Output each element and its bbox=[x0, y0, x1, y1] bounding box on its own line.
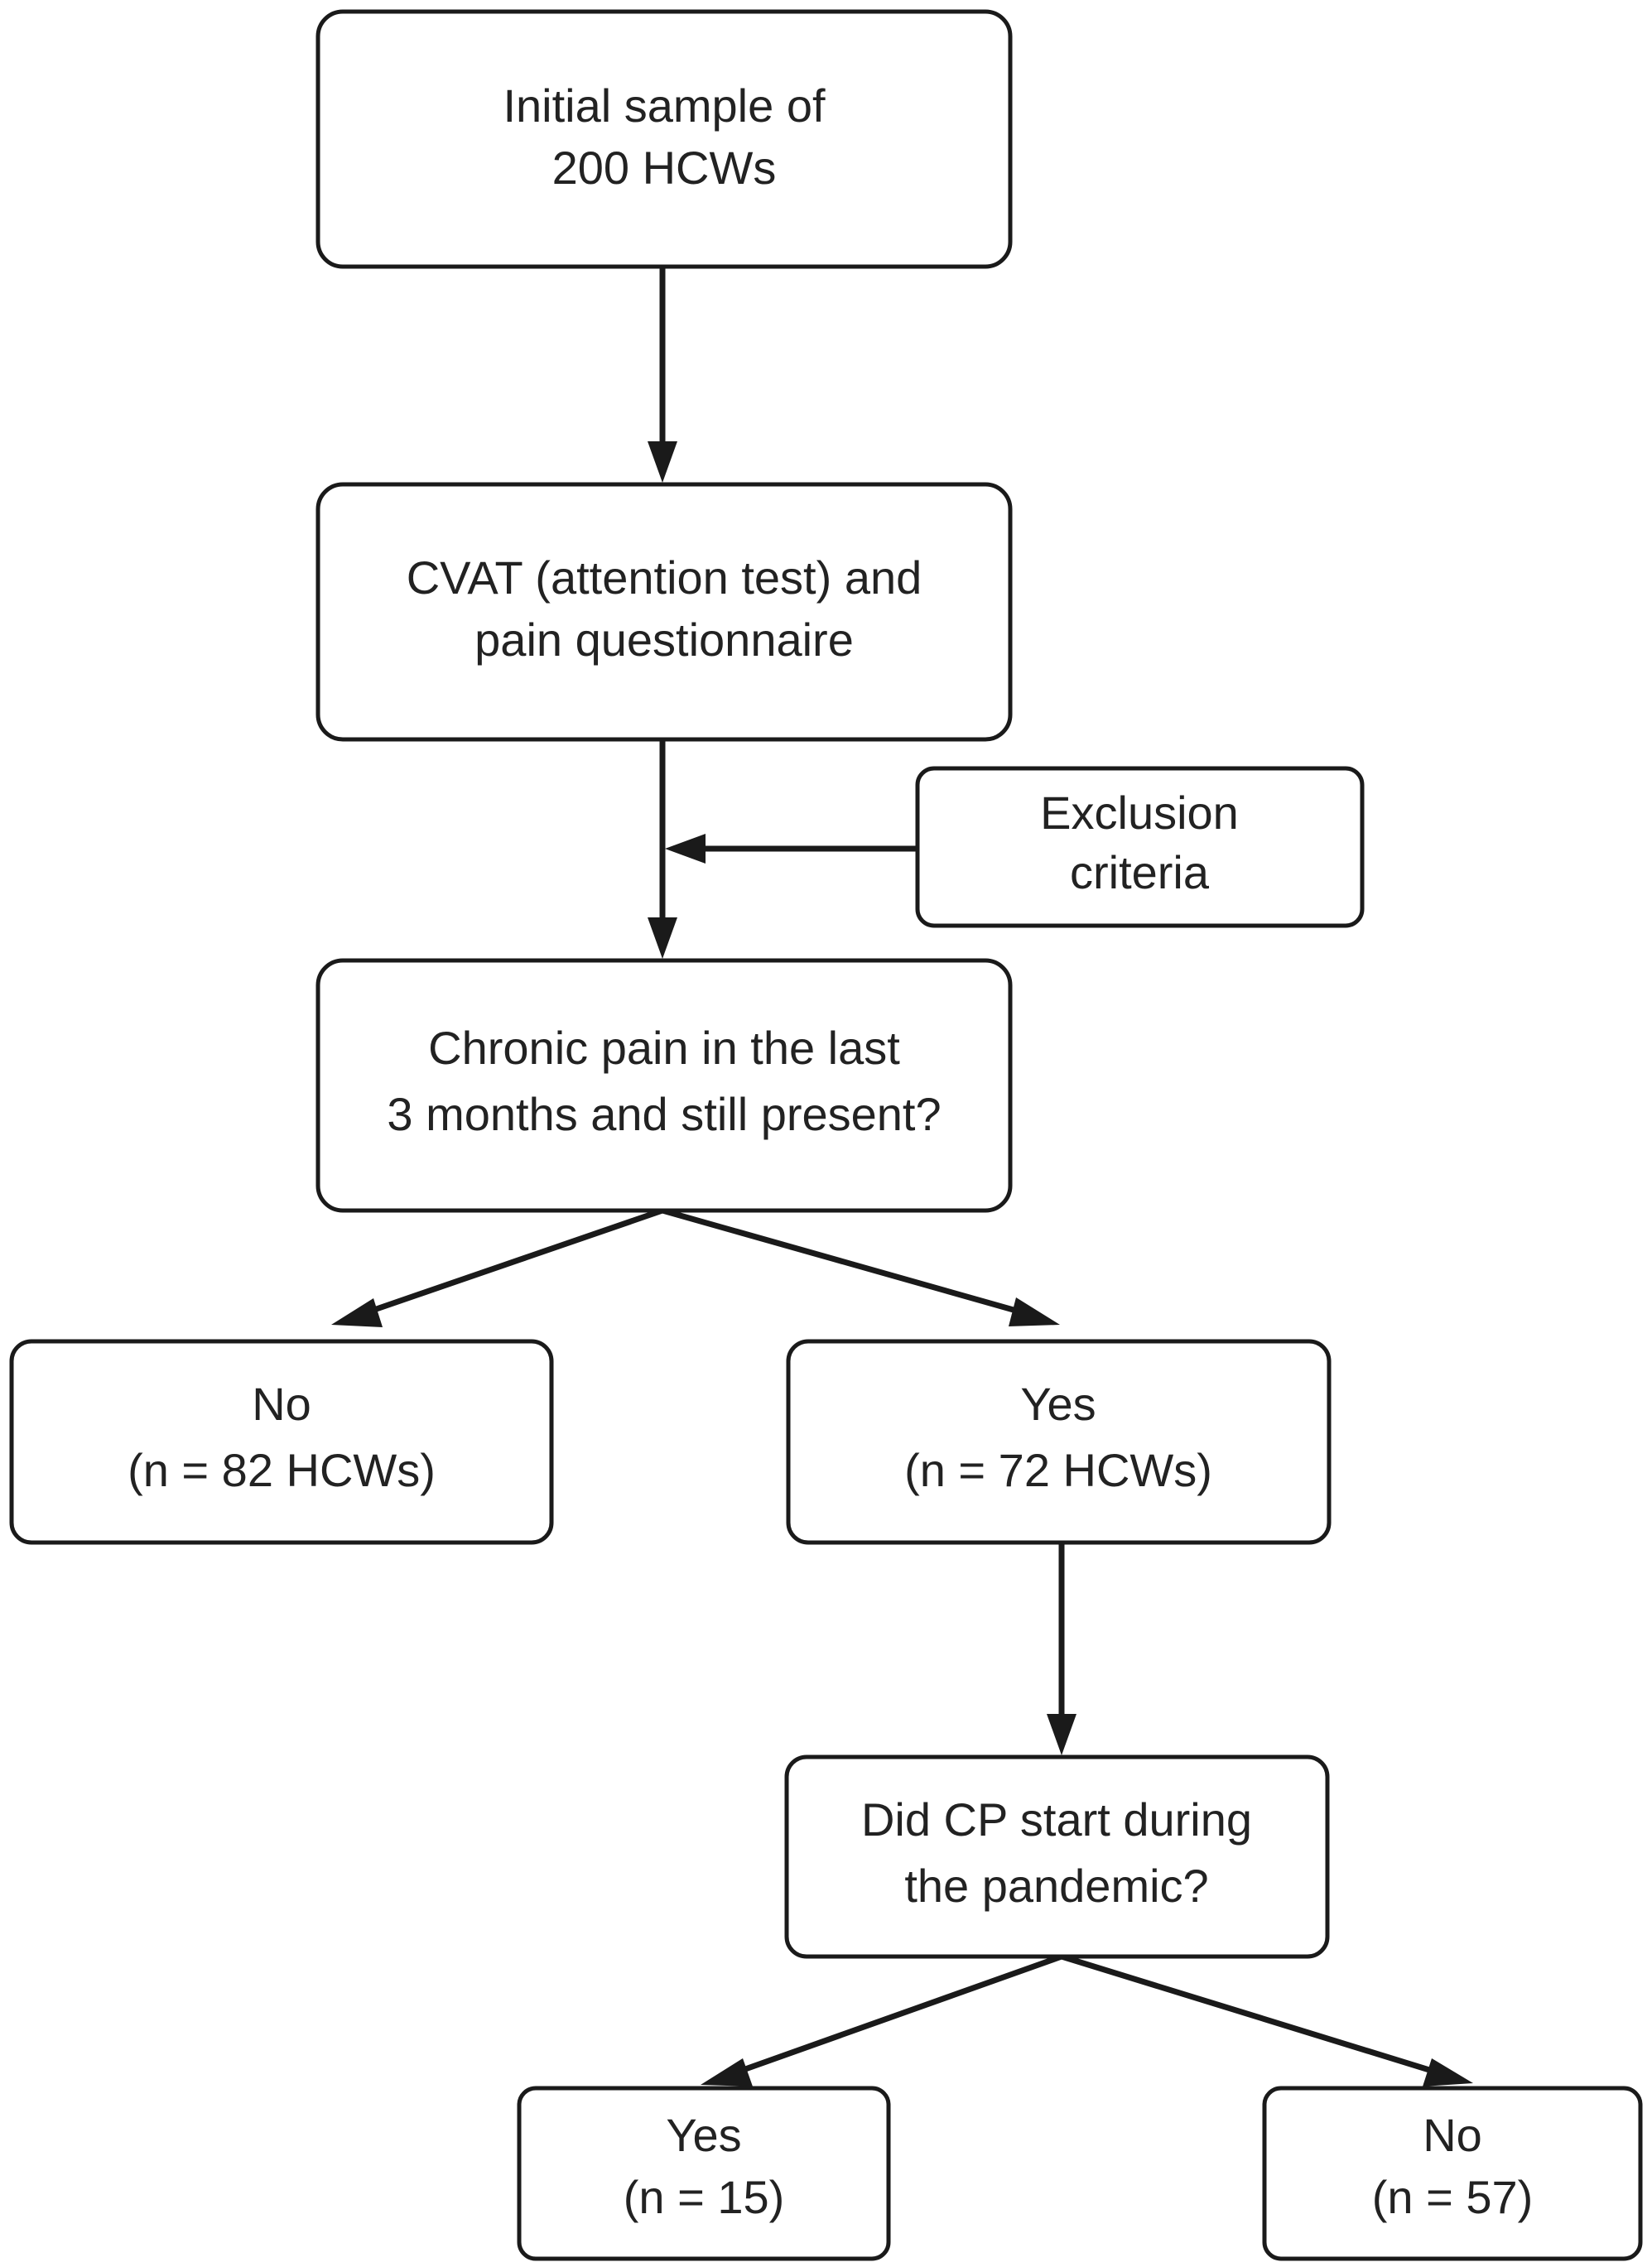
edge-cvat-to-chronic-pain bbox=[648, 739, 677, 959]
node-no-82-line1: No bbox=[252, 1378, 311, 1430]
node-initial-sample: Initial sample of 200 HCWs bbox=[315, 9, 1013, 269]
node-cp-pandemic-question: Did CP start during the pandemic? bbox=[784, 1754, 1330, 1959]
node-yes-15: Yes (n = 15) bbox=[517, 2086, 891, 2261]
node-cvat-line1: CVAT (attention test) and bbox=[407, 551, 922, 604]
node-initial-sample-line1: Initial sample of bbox=[503, 79, 826, 132]
node-yes-72-line2: (n = 72 HCWs) bbox=[904, 1444, 1212, 1496]
edge-chronic-to-no bbox=[331, 1207, 664, 1327]
edge-cp-to-no bbox=[1060, 1953, 1473, 2087]
node-chronic-pain-question: Chronic pain in the last 3 months and st… bbox=[315, 958, 1013, 1213]
node-cp-pandemic-line1: Did CP start during bbox=[861, 1793, 1252, 1846]
node-cvat-line2: pain questionnaire bbox=[474, 614, 854, 666]
edge-initial-to-cvat bbox=[648, 267, 677, 483]
node-cp-pandemic-line2: the pandemic? bbox=[904, 1860, 1208, 1912]
node-exclusion-criteria: Exclusion criteria bbox=[915, 766, 1365, 928]
edge-cp-to-yes bbox=[701, 1953, 1063, 2087]
edge-chronic-to-yes bbox=[662, 1207, 1060, 1326]
node-yes-15-line2: (n = 15) bbox=[624, 2171, 785, 2223]
node-exclusion-line2: criteria bbox=[1070, 846, 1210, 898]
node-initial-sample-line2: 200 HCWs bbox=[552, 142, 777, 194]
node-chronic-pain-line1: Chronic pain in the last bbox=[428, 1022, 900, 1074]
node-chronic-pain-line2: 3 months and still present? bbox=[387, 1088, 941, 1140]
node-exclusion-line1: Exclusion bbox=[1040, 787, 1239, 839]
node-no-57: No (n = 57) bbox=[1262, 2086, 1643, 2261]
node-no-57-line1: No bbox=[1423, 2109, 1482, 2161]
node-yes-72-line1: Yes bbox=[1020, 1378, 1096, 1430]
edge-exclusion-to-main bbox=[665, 834, 918, 864]
node-yes-15-line1: Yes bbox=[666, 2109, 741, 2161]
node-no-82: No (n = 82 HCWs) bbox=[9, 1339, 554, 1545]
node-no-82-line2: (n = 82 HCWs) bbox=[128, 1444, 436, 1496]
node-no-57-line2: (n = 57) bbox=[1372, 2171, 1534, 2223]
edge-yes-to-cp-pandemic bbox=[1047, 1543, 1076, 1755]
node-yes-72: Yes (n = 72 HCWs) bbox=[786, 1339, 1332, 1545]
node-cvat: CVAT (attention test) and pain questionn… bbox=[315, 482, 1013, 742]
connectors bbox=[331, 267, 1473, 2087]
